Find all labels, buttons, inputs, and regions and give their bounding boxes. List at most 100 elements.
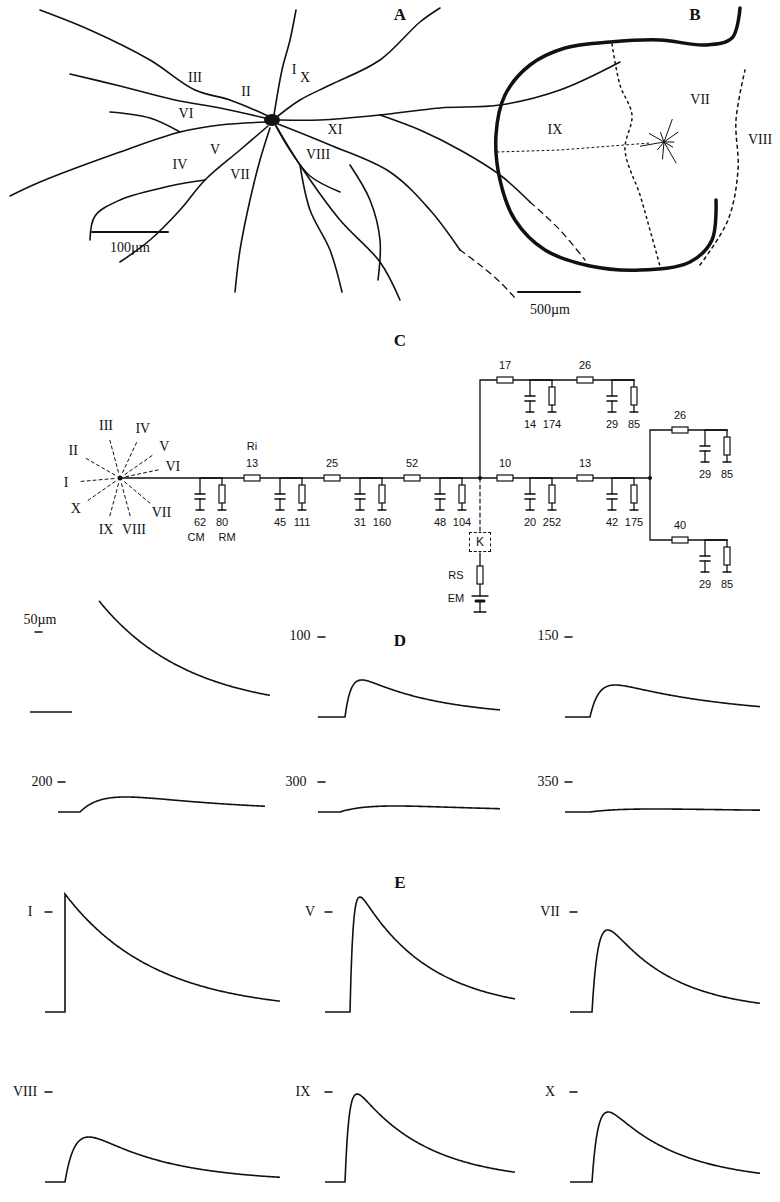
neuron-drawing (10, 8, 620, 300)
wire (529, 478, 530, 494)
dendrite-ray (85, 458, 114, 475)
resistor-symbol (631, 387, 637, 405)
dendrite-number: II (241, 85, 250, 99)
region-border (612, 44, 660, 266)
dendrite-number: IV (135, 422, 150, 436)
potential-trace (45, 1137, 280, 1182)
component-value: 52 (406, 458, 418, 469)
dendrite-number: V (210, 143, 220, 157)
dendrite (235, 128, 270, 292)
potential-trace (45, 894, 280, 1012)
wire (199, 478, 200, 494)
scale-tick (570, 911, 577, 913)
wire (439, 499, 440, 510)
ground-symbol (548, 411, 556, 412)
ground-symbol (608, 411, 616, 412)
component-value: 20 (524, 517, 536, 528)
resistor-symbol (404, 475, 420, 481)
component-symbol: RM (218, 532, 235, 543)
wire (280, 477, 302, 478)
dendrite-ray (87, 481, 115, 501)
panel-letter: D (394, 632, 406, 649)
component-value: 26 (674, 410, 686, 421)
resistor-symbol (379, 485, 385, 503)
scale-bar (92, 231, 168, 233)
dendrite-number: VII (540, 905, 559, 919)
capacitor-symbol (195, 493, 205, 495)
equivalent-circuit (80, 377, 731, 612)
wire (611, 499, 612, 510)
section-map (496, 8, 745, 292)
component-value: 80 (216, 517, 228, 528)
dendrite-ray (125, 455, 153, 475)
scale-tick (58, 781, 65, 783)
scale-tick (565, 781, 572, 783)
dendrite-number: X (71, 502, 81, 516)
scale-tick (45, 911, 52, 913)
battery-symbol (472, 595, 488, 596)
switch-box: K (469, 532, 491, 552)
component-value: 29 (606, 419, 618, 430)
component-value: 160 (373, 517, 391, 528)
potential-trace (565, 809, 760, 812)
potential-trace (318, 680, 500, 717)
capacitor-symbol (700, 555, 710, 557)
potential-trace (570, 930, 760, 1012)
dendrite (280, 62, 620, 120)
component-value: 175 (625, 517, 643, 528)
component-value: 10 (499, 458, 511, 469)
wire (611, 478, 612, 494)
capacitor-symbol (700, 445, 710, 447)
ground-symbol (218, 509, 226, 510)
dendrite-number: VIII (306, 148, 330, 162)
scale-label: 500µm (530, 303, 570, 317)
ground-symbol (298, 509, 306, 510)
ground-symbol (723, 461, 731, 462)
small-neuron (663, 142, 664, 159)
dendrite-number: IX (99, 523, 114, 537)
wire (479, 601, 480, 612)
dendrite (110, 112, 180, 132)
ground-symbol (630, 411, 638, 412)
dendrite-number: VIII (122, 523, 146, 537)
component-value: 31 (354, 517, 366, 528)
capacitor-symbol (355, 493, 365, 495)
resistor-symbol (497, 475, 513, 481)
wire (705, 429, 727, 430)
wire (704, 451, 705, 462)
component-value: 85 (721, 469, 733, 480)
capacitor-symbol (435, 493, 445, 495)
scale-tick (318, 781, 325, 783)
dendrite-number: I (64, 476, 69, 490)
scale-tick (325, 1091, 332, 1093)
scale-tick (35, 631, 42, 633)
scale-label: 300 (286, 775, 307, 789)
wire (704, 540, 705, 556)
junction-dot (648, 476, 652, 480)
dendrite (276, 126, 400, 300)
component-value: 13 (246, 458, 258, 469)
scale-tick (325, 911, 332, 913)
dendrite-number: VI (165, 460, 180, 474)
wire (360, 477, 382, 478)
wire (529, 401, 530, 412)
wire (530, 477, 552, 478)
wire (704, 430, 705, 446)
ground-symbol (526, 509, 534, 510)
ground-symbol (196, 509, 204, 510)
dendrite-number: III (99, 419, 113, 433)
scale-label: 100 (290, 629, 311, 643)
component-value: 48 (434, 517, 446, 528)
scale-tick (565, 636, 572, 638)
resistor-symbol (219, 485, 225, 503)
component-value: 174 (543, 419, 561, 430)
capacitor-symbol (607, 395, 617, 397)
component-value: 85 (628, 419, 640, 430)
ground-symbol (356, 509, 364, 510)
ground-symbol (608, 509, 616, 510)
dendrite-number: VII (690, 93, 709, 107)
component-symbol: EM (448, 593, 465, 604)
resistor-symbol (477, 566, 483, 584)
dendrite (530, 202, 585, 260)
